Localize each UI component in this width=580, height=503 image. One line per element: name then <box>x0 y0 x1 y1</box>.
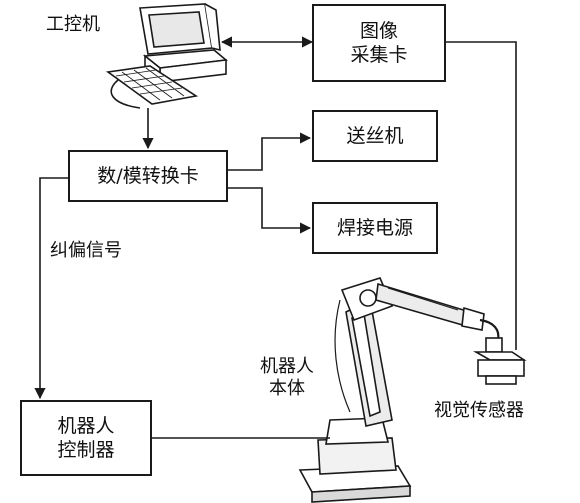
da-welding-power-link <box>228 187 312 234</box>
wire-feeder-box: 送丝机 <box>312 110 438 162</box>
correction-signal-label: 纠偏信号 <box>50 240 122 261</box>
robot-body-label: 机器人 本体 <box>260 356 314 399</box>
vision-sensor-label: 视觉传感器 <box>434 400 524 421</box>
vision-sensor-icon <box>472 337 527 385</box>
image-card-sensor-link <box>446 41 517 350</box>
computer-icon <box>105 3 228 109</box>
image-card-box: 图像 采集卡 <box>312 4 446 82</box>
da-wire-feeder-link <box>228 132 312 171</box>
welding-power-box: 焊接电源 <box>312 202 438 254</box>
robot-icon <box>298 277 500 503</box>
da-card-box: 数/模转换卡 <box>68 150 228 202</box>
correction-signal-link <box>34 177 68 400</box>
robot-controller-box: 机器人 控制器 <box>20 400 152 476</box>
ipc-label: 工控机 <box>46 14 100 35</box>
